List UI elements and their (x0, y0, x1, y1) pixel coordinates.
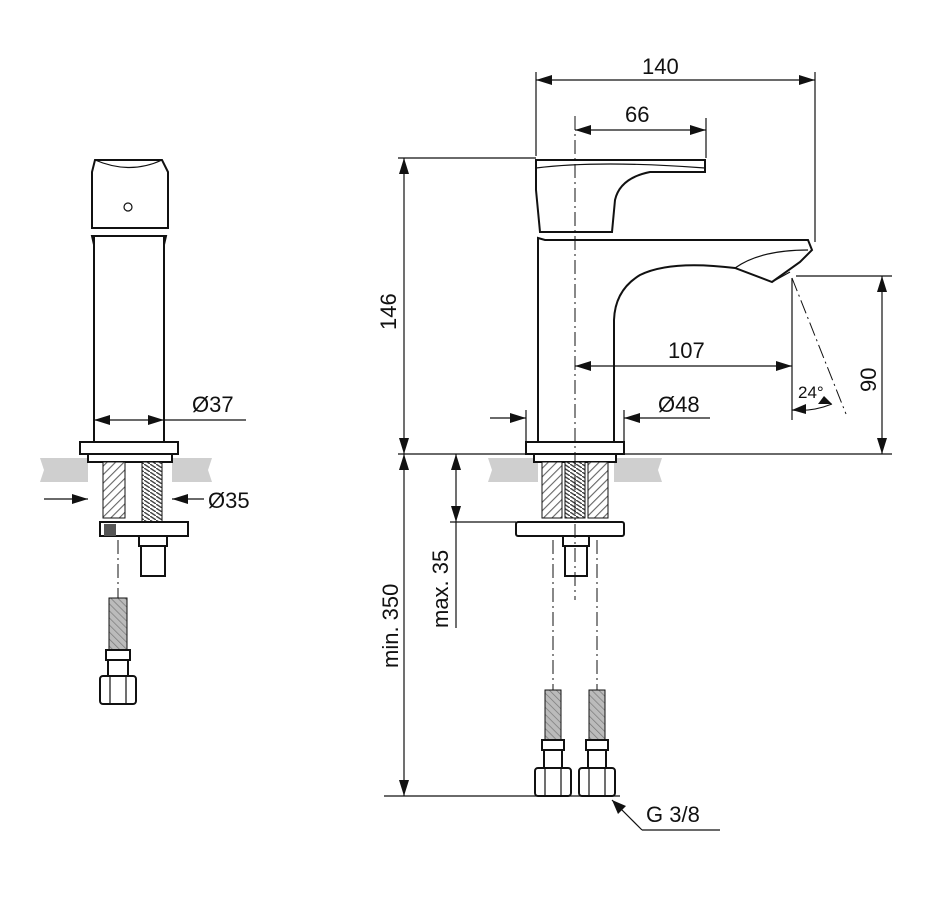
dim-front-diameter: Ø48 (490, 392, 710, 442)
label-spout-reach: 107 (668, 338, 705, 363)
front-countertop (488, 458, 662, 482)
dim-height: 146 (376, 157, 536, 455)
side-countertop (40, 458, 212, 482)
label-spout-height: 90 (856, 368, 881, 392)
label-diameter-front: Ø48 (658, 392, 700, 417)
front-lever (535, 159, 706, 233)
label-height: 146 (376, 293, 401, 330)
label-spray-angle: 24° (798, 383, 824, 402)
dim-min-hose: min. 350 (378, 454, 620, 797)
label-handle-offset: 66 (625, 102, 649, 127)
dim-side-hole: Ø35 (44, 488, 250, 513)
label-overall-width: 140 (642, 54, 679, 79)
dim-spout-reach: 107 (575, 338, 792, 371)
label-max-deck: max. 35 (428, 550, 453, 628)
dim-max-deck: max. 35 (428, 454, 516, 628)
front-body (537, 236, 814, 443)
side-view: Ø37 Ø35 (40, 159, 250, 705)
side-body (93, 235, 165, 443)
label-thread: G 3/8 (646, 802, 700, 827)
dim-handle-offset: 66 (575, 102, 707, 158)
label-diameter-side: Ø37 (192, 392, 234, 417)
dim-overall-width: 140 (535, 54, 816, 242)
label-diameter-hole: Ø35 (208, 488, 250, 513)
dim-thread: G 3/8 (611, 799, 720, 831)
dim-side-diameter: Ø37 (94, 392, 246, 425)
label-min-hose: min. 350 (378, 584, 403, 668)
dim-spout-height: 90 (620, 275, 892, 455)
front-view: 140 66 146 107 (376, 54, 892, 831)
side-lever (91, 159, 169, 229)
dim-spray-angle: 24° (791, 277, 847, 420)
